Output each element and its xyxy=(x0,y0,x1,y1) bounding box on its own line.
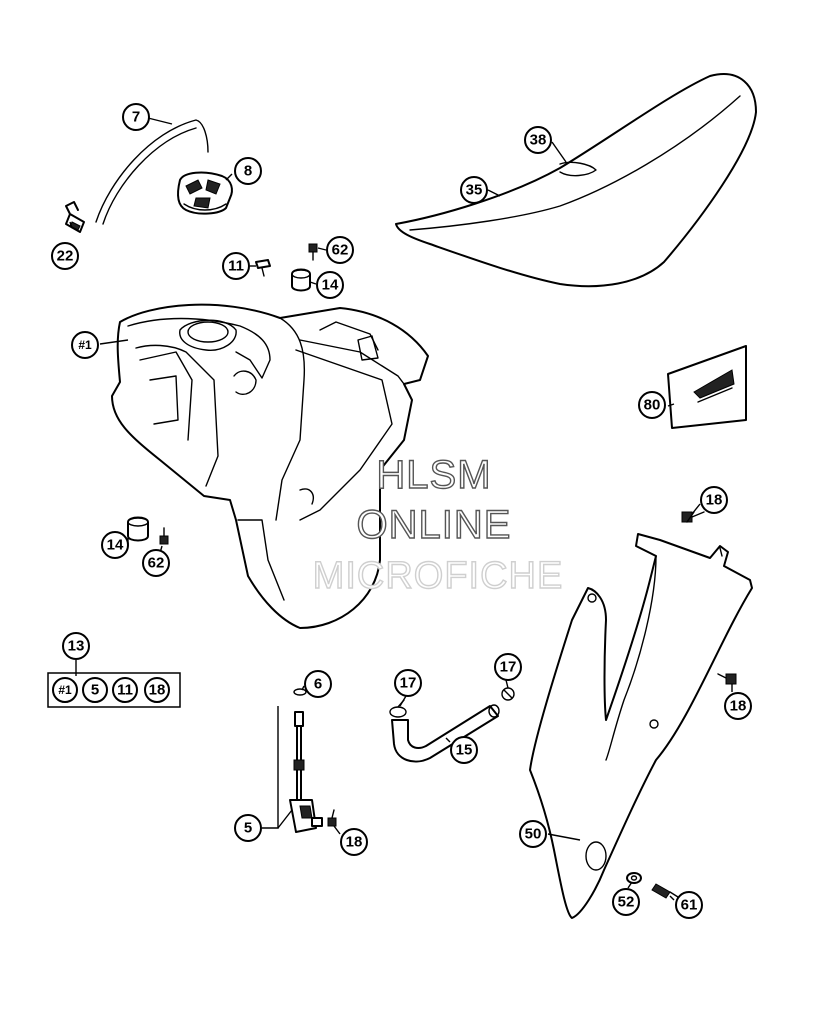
bush-14-lower xyxy=(127,516,149,542)
kit-item-5: 5 xyxy=(82,677,108,703)
svg-text:18: 18 xyxy=(706,492,723,509)
callout-7: 7 xyxy=(122,103,150,131)
svg-text:15: 15 xyxy=(456,742,473,759)
callout-18-right: 18 xyxy=(724,692,752,720)
svg-text:14: 14 xyxy=(107,537,124,554)
svg-text:62: 62 xyxy=(332,242,349,259)
callout-61: 61 xyxy=(675,891,703,919)
svg-text:50: 50 xyxy=(525,826,542,843)
callout-17-left: 17 xyxy=(394,669,422,697)
callout-35: 35 xyxy=(460,176,488,204)
svg-text:14: 14 xyxy=(322,277,339,294)
kit-item-1: #1 xyxy=(52,677,78,703)
svg-text:80: 80 xyxy=(644,397,661,414)
svg-text:18: 18 xyxy=(730,698,747,715)
fuel-tap-5 xyxy=(289,711,323,833)
screw-18-right xyxy=(717,673,737,685)
callout-18-upper: 18 xyxy=(700,486,728,514)
svg-text:18: 18 xyxy=(149,682,166,699)
svg-text:MICROFICHE: MICROFICHE xyxy=(313,555,564,597)
callout-62-lower: 62 xyxy=(142,549,170,577)
svg-text:6: 6 xyxy=(314,676,322,693)
svg-text:62: 62 xyxy=(148,555,165,572)
hose-clamp-17-right xyxy=(501,687,515,701)
watermark: HLSM ONLINE MICROFICHE xyxy=(312,452,564,597)
svg-text:11: 11 xyxy=(228,258,244,275)
screw-11 xyxy=(255,259,271,277)
fuel-filler-cap xyxy=(177,171,233,215)
callout-17-right: 17 xyxy=(494,653,522,681)
fuel-breather-hose xyxy=(95,119,209,225)
svg-text:13: 13 xyxy=(68,638,85,655)
fuel-tank xyxy=(111,303,429,629)
callout-6: 6 xyxy=(304,670,332,698)
hose-clamp-17-left xyxy=(389,699,407,718)
svg-text:11: 11 xyxy=(117,682,133,699)
o-ring-6 xyxy=(293,688,307,696)
screw-62-top xyxy=(308,243,318,261)
callout-80: 80 xyxy=(638,391,666,419)
svg-text:35: 35 xyxy=(466,182,483,199)
kit-item-11: 11 xyxy=(112,677,138,703)
callout-62-top: 62 xyxy=(326,236,354,264)
svg-text:18: 18 xyxy=(346,834,363,851)
callout-52: 52 xyxy=(612,888,640,916)
svg-text:5: 5 xyxy=(244,820,252,837)
svg-text:HLSM: HLSM xyxy=(376,453,491,497)
svg-text:38: 38 xyxy=(530,132,547,149)
callout-22: 22 xyxy=(51,242,79,270)
svg-text:22: 22 xyxy=(57,248,74,265)
callout-11: 11 xyxy=(222,252,250,280)
svg-text:61: 61 xyxy=(681,897,698,914)
svg-text:17: 17 xyxy=(400,675,417,692)
elbow-fitting xyxy=(65,201,85,233)
side-panel-50 xyxy=(529,533,753,919)
callout-15: 15 xyxy=(450,736,478,764)
callout-14-lower: 14 xyxy=(101,531,129,559)
fuel-hose-15 xyxy=(391,704,500,763)
callout-1: #1 xyxy=(71,331,99,359)
decal-80 xyxy=(667,345,747,429)
svg-text:52: 52 xyxy=(618,894,635,911)
washer-52 xyxy=(626,872,642,884)
callout-18-tap: 18 xyxy=(340,828,368,856)
leader-lines xyxy=(69,117,733,901)
svg-text:5: 5 xyxy=(91,682,99,699)
svg-text:ONLINE: ONLINE xyxy=(357,503,512,547)
svg-text:7: 7 xyxy=(132,109,140,126)
kit-13-box: #1 5 11 18 xyxy=(47,672,181,708)
svg-text:17: 17 xyxy=(500,659,517,676)
callout-50: 50 xyxy=(519,820,547,848)
svg-text:#1: #1 xyxy=(78,338,92,352)
svg-text:8: 8 xyxy=(244,163,252,180)
screw-61 xyxy=(651,883,679,899)
callout-13: 13 xyxy=(62,632,90,660)
callout-14-top: 14 xyxy=(316,271,344,299)
kit-item-18: 18 xyxy=(144,677,170,703)
svg-text:#1: #1 xyxy=(58,683,72,697)
screw-62-lower xyxy=(159,527,169,545)
callout-5: 5 xyxy=(234,814,262,842)
seat xyxy=(395,73,757,288)
screw-18-tap xyxy=(327,809,337,827)
bush-14-top xyxy=(291,268,311,292)
callout-8: 8 xyxy=(234,157,262,185)
callout-38: 38 xyxy=(524,126,552,154)
